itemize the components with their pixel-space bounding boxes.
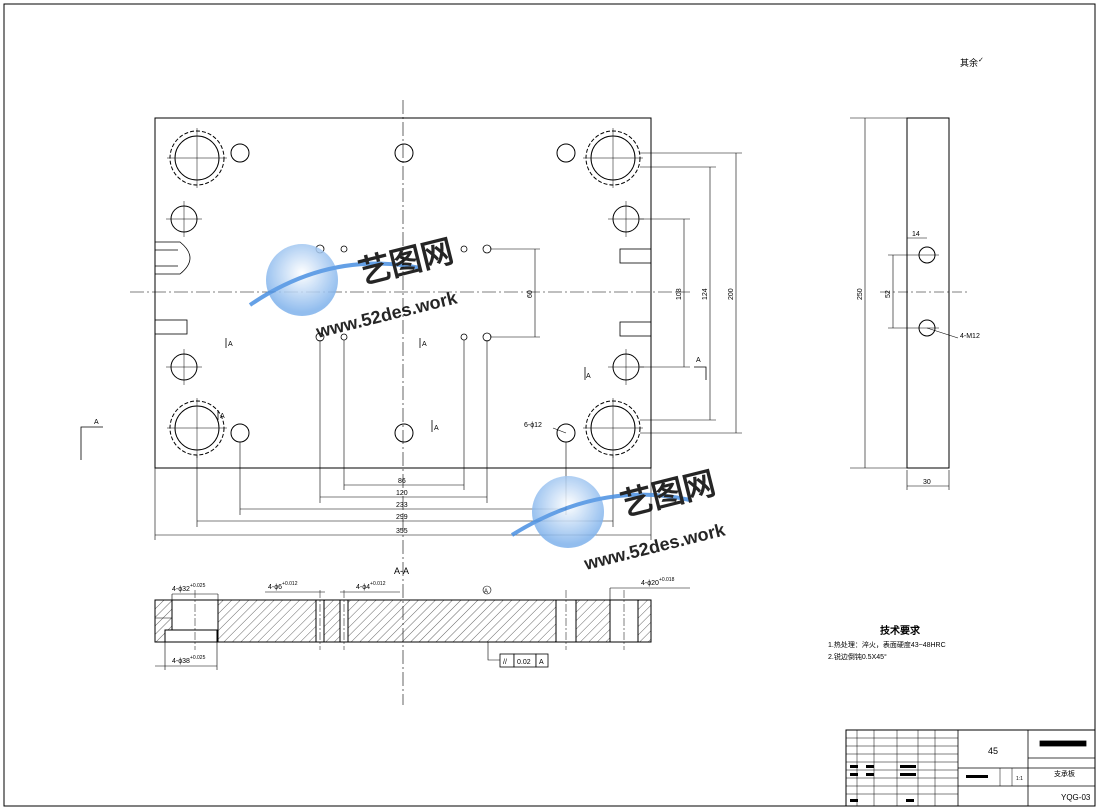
tolerance-datum: A bbox=[539, 659, 544, 666]
tolerance-symbol: // bbox=[503, 659, 507, 666]
thread-callout: 4-M12 bbox=[960, 333, 980, 340]
section-mark-a: A bbox=[220, 413, 225, 420]
dim-width-355: 355 bbox=[396, 528, 408, 535]
section-view bbox=[154, 585, 690, 670]
callout-bore-32: 4-ϕ32+0.025 bbox=[172, 583, 206, 593]
section-markers bbox=[80, 338, 707, 460]
title-block bbox=[845, 729, 1096, 807]
guide-hole-top-right bbox=[583, 128, 643, 188]
dim-width-299: 299 bbox=[396, 514, 408, 521]
section-mark-a: A bbox=[586, 373, 591, 380]
globe-icon bbox=[532, 476, 604, 548]
guide-hole-top-left bbox=[167, 128, 227, 188]
callout-counterbore-38: 4-ϕ38+0.025 bbox=[172, 655, 206, 665]
section-mark-a: A bbox=[434, 425, 439, 432]
watermark-logo: 艺图网 www.52des.work bbox=[510, 465, 728, 574]
section-mark-a: A bbox=[422, 341, 427, 348]
surface-note: 其余 bbox=[960, 57, 978, 68]
datum-label: A bbox=[484, 589, 488, 595]
tolerance-frame bbox=[499, 653, 549, 668]
side-tapped-holes bbox=[154, 241, 652, 337]
dim-width-233: 233 bbox=[396, 502, 408, 509]
dim-width-120: 120 bbox=[396, 490, 408, 497]
callout-hole-20: 4-ϕ20+0.018 bbox=[641, 577, 675, 587]
dim-width-86: 86 bbox=[398, 478, 406, 485]
hole-callout: 6-ϕ12 bbox=[524, 422, 542, 429]
title-material: 45 bbox=[988, 746, 998, 756]
watermark-brand: 艺图网 bbox=[355, 233, 457, 291]
watermark-url: www.52des.work bbox=[313, 287, 460, 342]
side-pitch: 52 bbox=[885, 290, 892, 298]
tech-item-2: 2.锐边倒钝0.5X45° bbox=[828, 652, 887, 661]
watermark-brand: 艺图网 bbox=[617, 465, 719, 523]
tech-item-1: 1.热处理：淬火，表面硬度43~48HRC bbox=[828, 640, 946, 649]
dim-height-60: 60 bbox=[527, 290, 534, 298]
medium-hole bbox=[166, 201, 644, 385]
tech-title: 技术要求 bbox=[880, 624, 921, 637]
side-height: 250 bbox=[857, 288, 864, 300]
watermark-logo: 艺图网 www.52des.work bbox=[248, 233, 460, 342]
title-scale: 1:1 bbox=[1016, 776, 1023, 782]
title-drawing-no: YQG-03 bbox=[1061, 793, 1091, 802]
dim-height-124: 124 bbox=[702, 288, 709, 300]
surface-roughness-symbol: ✓ bbox=[978, 57, 984, 64]
section-title: A-A bbox=[394, 566, 409, 576]
callout-hole-4: 4-ϕ4+0.012 bbox=[356, 581, 386, 591]
tolerance-value: 0.02 bbox=[517, 659, 531, 666]
watermark-url: www.52des.work bbox=[581, 519, 728, 574]
sheet-border bbox=[3, 3, 1096, 807]
callout-hole-6: 4-ϕ6+0.012 bbox=[268, 581, 298, 591]
guide-hole-bottom-right bbox=[583, 398, 643, 458]
side-view bbox=[850, 117, 970, 490]
dim-height-200: 200 bbox=[728, 288, 735, 300]
plan-dim-lines bbox=[154, 152, 742, 540]
side-width: 30 bbox=[923, 479, 931, 486]
title-part-name: 支承板 bbox=[1054, 769, 1075, 778]
side-offset-top: 14 bbox=[912, 231, 920, 238]
section-mark-a: A bbox=[696, 357, 701, 364]
guide-hole-bottom-left bbox=[167, 398, 227, 458]
section-mark-a: A bbox=[94, 419, 99, 426]
section-mark-a: A bbox=[228, 341, 233, 348]
dim-height-108: 108 bbox=[676, 288, 683, 300]
side-outline bbox=[906, 117, 950, 469]
plan-view bbox=[130, 100, 742, 705]
hole-callout-leader bbox=[552, 427, 567, 434]
globe-icon bbox=[266, 244, 338, 316]
